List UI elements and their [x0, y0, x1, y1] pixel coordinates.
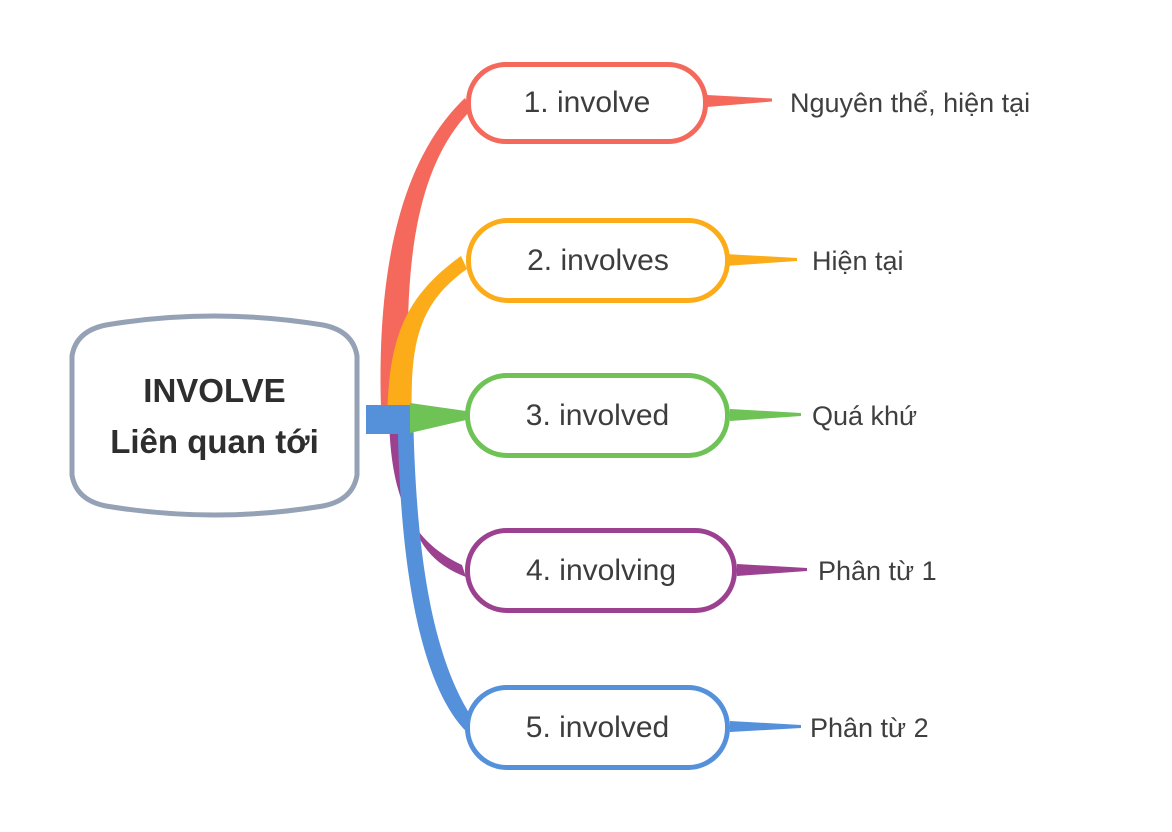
topic-label: 1. involve	[523, 86, 651, 119]
note-stub-4	[737, 564, 807, 576]
topic-node-5[interactable]: 5. involved	[465, 685, 730, 770]
topic-label: 3. involved	[525, 398, 670, 432]
topic-node-1[interactable]: 1. involve	[466, 62, 708, 144]
central-topic-shape[interactable]	[69, 313, 360, 518]
topic-node-4[interactable]: 4. involving	[465, 528, 737, 613]
topic-label: 5. involved	[525, 710, 670, 744]
topic-node-2[interactable]: 2. involves	[466, 218, 730, 303]
note-stub-1	[707, 95, 772, 107]
note-label-3: Quá khứ	[812, 401, 918, 431]
note-label-4: Phân từ 1	[818, 556, 937, 586]
branch-curve-3	[410, 403, 466, 433]
note-stub-5	[730, 721, 801, 732]
central-topic-title: INVOLVE	[143, 371, 286, 409]
note-stub-3	[730, 409, 801, 421]
central-topic-subtitle: Liên quan tới	[110, 422, 319, 460]
note-label-1: Nguyên thể, hiện tại	[790, 88, 1031, 118]
note-label-2: Hiện tại	[812, 246, 904, 276]
note-stub-2	[725, 254, 797, 266]
topic-node-3[interactable]: 3. involved	[465, 373, 730, 458]
topic-label: 4. involving	[525, 553, 677, 587]
branch-curve-2	[387, 256, 467, 432]
central-topic[interactable]: INVOLVE Liên quan tới	[61, 319, 368, 512]
topic-label: 2. involves	[527, 243, 669, 277]
branch-curve-5	[366, 405, 471, 736]
note-label-5: Phân từ 2	[810, 713, 929, 743]
